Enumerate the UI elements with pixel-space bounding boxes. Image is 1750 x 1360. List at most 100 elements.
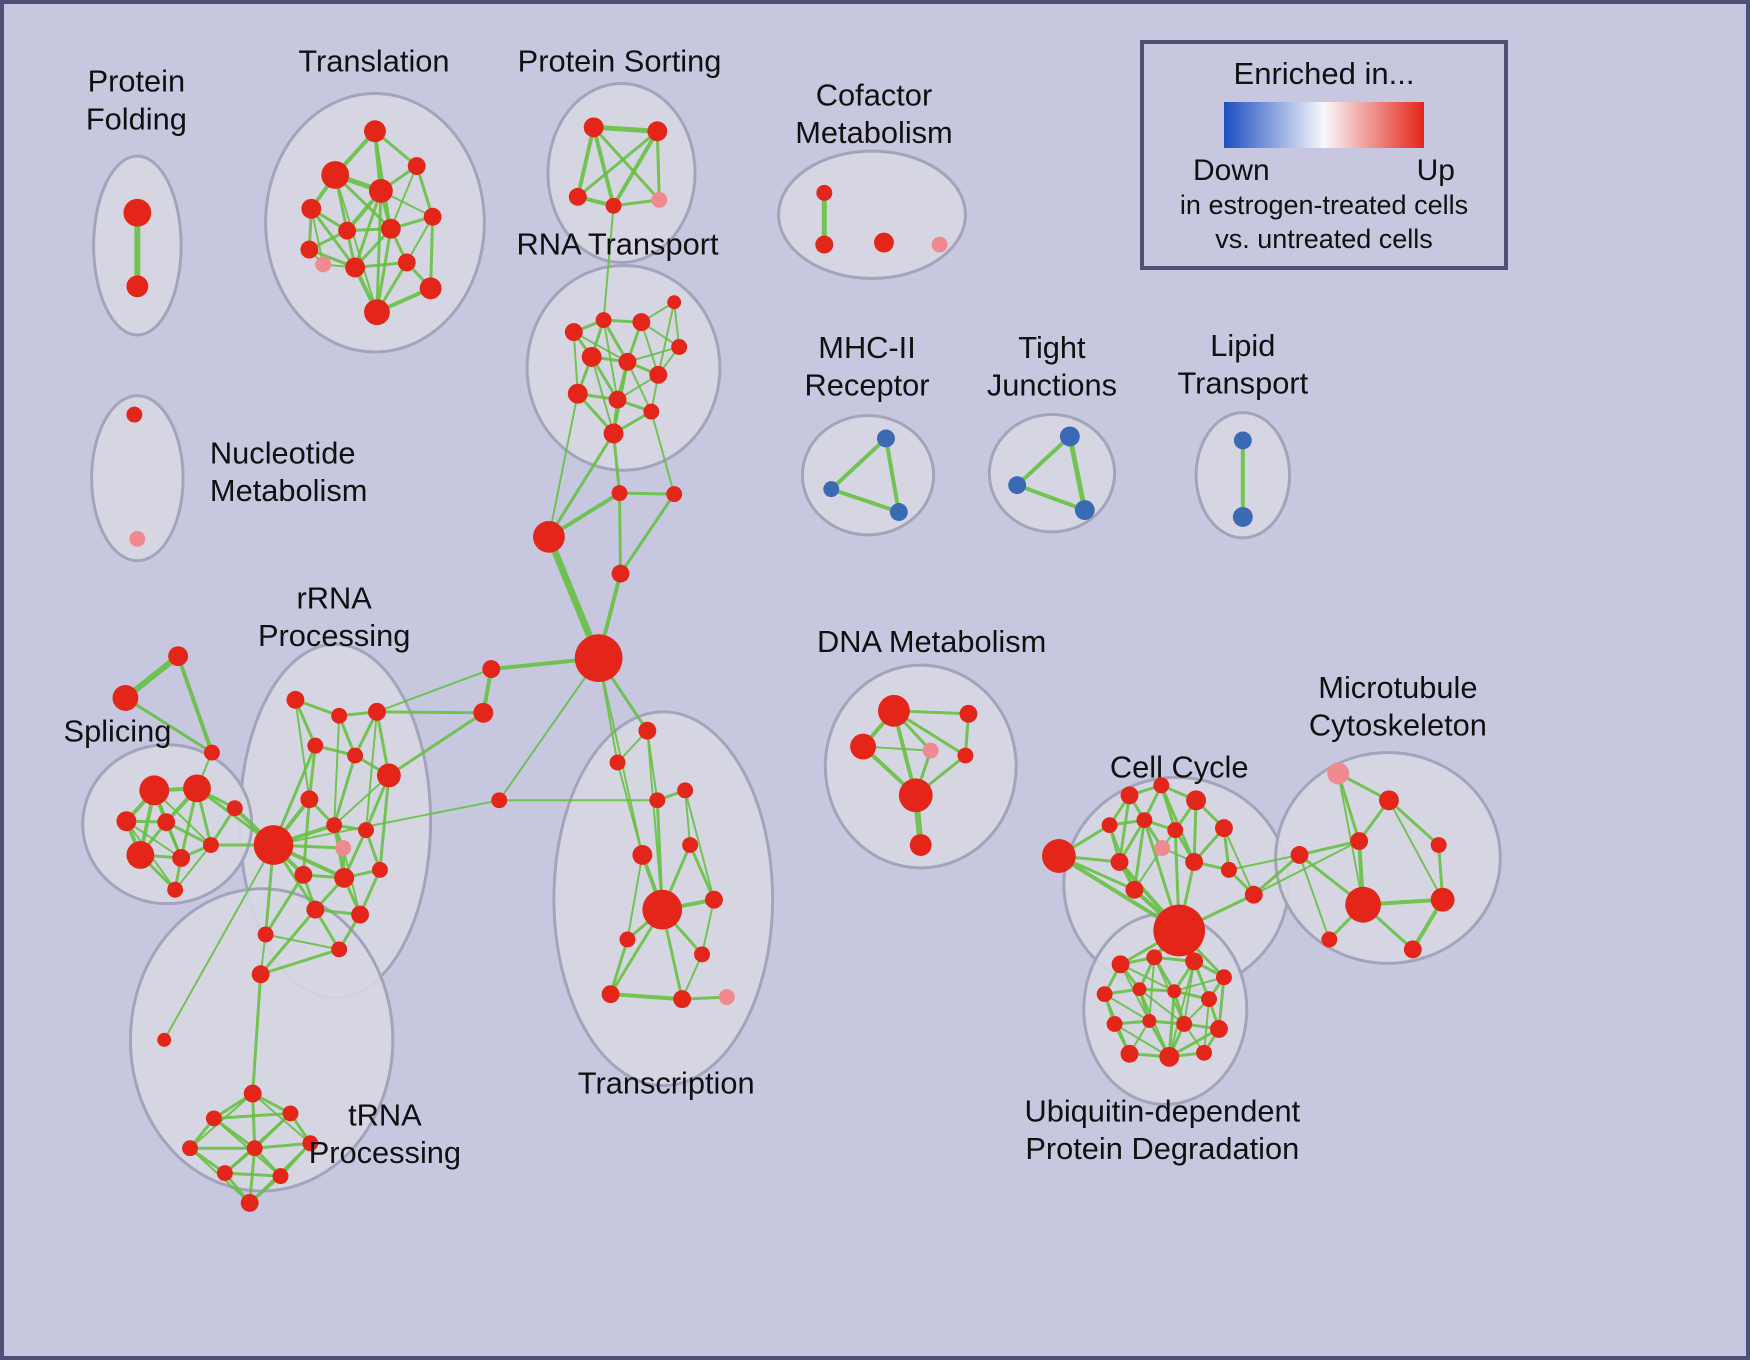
gene-set-node-rrna-processing [294,865,313,884]
legend-gradient-bar [1224,102,1424,148]
legend-title: Enriched in... [1233,56,1415,91]
gene-set-node-connector [666,486,683,503]
edge-tight-junctions [1067,435,1088,511]
edge-inter [176,655,214,754]
gene-set-node-cell-cycle [1042,839,1076,873]
gene-set-node-transcription [619,931,636,948]
gene-set-node-dna-metabolism [877,694,910,727]
edge-cell-cycle [1118,795,1131,863]
gene-set-node-trna-processing [243,1084,262,1103]
gene-set-node-rna-transport [671,339,688,355]
gene-set-node-transcription [642,889,683,930]
gene-set-node-rrna-processing [351,905,369,924]
gene-set-node-rrna-processing [368,702,386,721]
gene-set-node-ubiquitin [1096,986,1113,1003]
gene-set-node-microtubule-cytoskeleton [1403,940,1422,959]
edge-protein-sorting [611,130,660,207]
edge-inter [498,657,600,801]
edge-inter [376,710,484,715]
edge-mhc-ii-receptor [829,436,888,491]
edge-translation [375,228,393,313]
gene-set-node-protein-folding [126,275,149,298]
gene-set-node-dna-metabolism [898,778,933,813]
edge-inter [547,393,579,538]
gene-set-node-splicing [226,800,243,817]
gene-set-node-rrna-processing [326,817,343,834]
gene-set-node-rna-transport [649,365,668,384]
legend-up-label: Up [1416,154,1455,187]
gene-set-node-rna-transport [581,346,602,367]
edge-protein-sorting [593,124,658,134]
gene-set-node-ubiquitin [1201,991,1217,1008]
gene-set-node-ubiquitin [1215,969,1232,986]
edge-transcription [609,939,629,995]
edge-splicing [125,820,182,859]
gene-set-node-microtubule-cytoskeleton [1430,887,1455,912]
edge-inter [376,668,492,713]
edge-translation [389,165,418,230]
cluster-ellipse-microtubule-cytoskeleton [1274,751,1502,965]
edge-mhc-ii-receptor [883,438,901,513]
edge-ubiquitin [1168,961,1196,1058]
gene-set-node-rrna-processing [347,747,364,764]
gene-set-node-transcription [649,792,666,809]
gene-set-node-trna-processing [205,1110,222,1127]
edge-rrna-processing [365,711,378,831]
edge-transcription [684,790,715,900]
gene-set-node-splicing [202,837,219,853]
gene-set-node-cell-cycle [1125,880,1144,899]
gene-set-node-connector [574,634,623,682]
edge-rna-transport [573,331,628,363]
edge-translation [429,216,435,289]
gene-set-node-rrna-processing [371,861,388,878]
gene-set-node-protein-sorting [583,117,604,138]
gene-set-node-ubiquitin [1106,1016,1123,1032]
gene-set-node-cell-cycle [1136,812,1153,829]
gene-set-node-dna-metabolism [850,733,876,760]
edge-rrna-processing [301,799,311,875]
gene-set-node-translation [300,240,319,259]
gene-set-node-tight-junctions [1059,426,1080,447]
gene-set-node-translation [407,157,426,175]
gene-set-node-cell-cycle [1186,790,1207,811]
edge-trna-processing [254,1141,311,1150]
gene-set-node-rna-transport [643,403,660,420]
edge-inter [388,711,485,777]
edge-inter [273,799,500,846]
gene-set-node-trna-processing [282,1105,299,1122]
gene-set-node-protein-sorting [647,121,668,142]
cluster-label-splicing: Splicing [64,714,172,749]
edge-inter [650,411,676,495]
edge-inter [619,491,675,496]
gene-set-node-cofactor-metabolism [816,184,833,201]
gene-set-node-connector [611,485,628,502]
gene-set-node-cell-cycle [1153,777,1170,794]
cluster-ellipse-nucleotide-metabolism [90,394,185,563]
gene-set-node-splicing [116,811,137,832]
edge-transcription [701,899,715,955]
gene-set-node-rna-transport [595,312,612,329]
edge-rrna-processing [332,755,357,826]
edge-inter [124,696,213,754]
edge-rrna-processing [264,874,305,936]
gene-set-node-connector [168,646,189,667]
cluster-label-translation: Translation [298,44,449,79]
edge-inter [1252,853,1301,896]
gene-set-node-ubiquitin [1210,1019,1228,1038]
gene-set-node-connector [533,520,565,553]
gene-set-node-rrna-processing [253,825,294,865]
gene-set-node-protein-sorting [651,191,668,208]
edge-ubiquitin [1120,963,1175,993]
gene-set-node-splicing [126,841,155,869]
gene-set-node-cell-cycle [1167,822,1184,839]
gene-set-node-rrna-processing [376,763,401,788]
gene-set-node-trna-processing [302,1135,319,1152]
edge-ubiquitin [1148,957,1156,1022]
gene-set-node-splicing [183,774,211,803]
legend-down-label: Down [1193,154,1270,187]
gene-set-node-rna-transport [608,390,627,409]
gene-set-node-translation [338,221,357,240]
gene-set-node-rrna-processing [306,900,325,919]
edge-inter [618,493,622,574]
